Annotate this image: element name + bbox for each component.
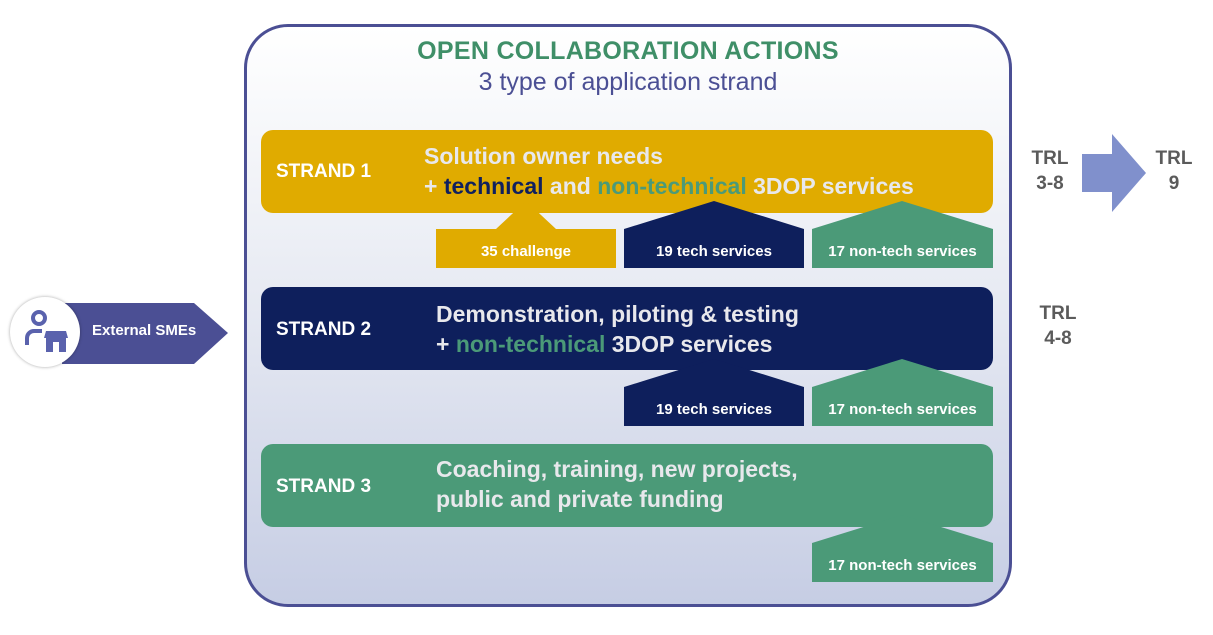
strand-3-line-1: Coaching, training, new projects, bbox=[436, 456, 798, 482]
strand-3-non-tech-services-label: 17 non-tech services bbox=[828, 557, 977, 574]
trl-strand-1-target-label: TRL bbox=[1155, 148, 1193, 169]
strand-2-services-word: 3DOP services bbox=[605, 331, 773, 357]
strand-1-description: Solution owner needs + technical and non… bbox=[424, 141, 914, 201]
strand-1-non-tech-services-tab-shape bbox=[812, 201, 993, 268]
external-smes-arrow-shape bbox=[62, 303, 228, 364]
trl-strand-1-range-label: TRL bbox=[1031, 148, 1069, 169]
strand-2-non-technical-word: non-technical bbox=[455, 331, 606, 357]
panel-title: OPEN COLLABORATION ACTIONS bbox=[417, 37, 839, 65]
trl-strand-2-range-label: TRL bbox=[1039, 303, 1077, 324]
panel-subtitle: 3 type of application strand bbox=[478, 68, 778, 96]
strand-2-tech-services-label: 19 tech services bbox=[656, 401, 772, 418]
strand-1-tech-services-tab: 19 tech services bbox=[624, 201, 804, 268]
strand-2-description: Demonstration, piloting & testing + non-… bbox=[436, 299, 799, 359]
strand-2-line-2-plus: + bbox=[436, 331, 456, 357]
strand-1-non-tech-services-tab: 17 non-tech services bbox=[812, 201, 993, 268]
strand-2-tech-services-tab-shape bbox=[624, 359, 804, 426]
strand-2-non-tech-services-tab-shape bbox=[812, 359, 993, 426]
strand-3-label: STRAND 3 bbox=[276, 476, 372, 497]
strand-1-technical-word: technical bbox=[443, 173, 544, 199]
strand-1-challenge-tab: 35 challenge bbox=[436, 201, 616, 268]
trl-strand-1-range-value: 3-8 bbox=[1036, 173, 1064, 194]
strand-3-non-tech-services-tab-shape bbox=[812, 515, 993, 582]
external-smes-label: External SMEs bbox=[92, 322, 197, 339]
strand-1-line-1: Solution owner needs bbox=[424, 143, 663, 169]
external-smes-arrow: External SMEs bbox=[10, 297, 230, 369]
strand-2-line-2: + non-technical 3DOP services bbox=[436, 329, 799, 359]
person-store-icon bbox=[10, 297, 80, 367]
trl-progression-arrow-shape bbox=[1082, 134, 1146, 212]
strand-2-non-tech-services-tab: 17 non-tech services bbox=[812, 359, 993, 426]
strand-2-tech-services-tab: 19 tech services bbox=[624, 359, 804, 426]
strand-1-tech-services-label: 19 tech services bbox=[656, 243, 772, 260]
strand-1-challenge-label: 35 challenge bbox=[480, 243, 572, 260]
strand-2-non-tech-services-label: 17 non-tech services bbox=[828, 401, 977, 418]
strand-1-challenge-tab-shape bbox=[436, 201, 616, 268]
person-store-icon-glyph bbox=[25, 310, 68, 352]
strand-3-non-tech-services-tab: 17 non-tech services bbox=[812, 515, 993, 582]
strand-3-box bbox=[261, 444, 993, 527]
strand-1-non-technical-word: non-technical bbox=[597, 173, 747, 199]
strand-2-box bbox=[261, 287, 993, 370]
strand-1-non-tech-services-label: 17 non-tech services bbox=[828, 243, 977, 260]
strand-1-and-word: and bbox=[543, 173, 598, 199]
strand-1-line-2-plus: + bbox=[424, 173, 444, 199]
trl-progression-arrow bbox=[1082, 134, 1148, 212]
strand-1-label: STRAND 1 bbox=[276, 161, 372, 182]
strand-2-label: STRAND 2 bbox=[276, 319, 372, 340]
trl-strand-1-target: TRL 9 bbox=[1144, 146, 1204, 196]
strand-1-box bbox=[261, 130, 993, 213]
strand-3-description: Coaching, training, new projects, public… bbox=[436, 454, 798, 514]
trl-strand-2-range: TRL 4-8 bbox=[1028, 301, 1088, 351]
strand-3-line-2: public and private funding bbox=[436, 486, 724, 512]
trl-strand-1-range: TRL 3-8 bbox=[1020, 146, 1080, 196]
trl-strand-1-target-value: 9 bbox=[1168, 173, 1180, 194]
strand-2-line-1: Demonstration, piloting & testing bbox=[436, 301, 799, 327]
strand-1-tech-services-tab-shape bbox=[624, 201, 804, 268]
strand-1-services-word: 3DOP services bbox=[746, 173, 914, 199]
trl-strand-2-range-value: 4-8 bbox=[1044, 328, 1072, 349]
strand-1-line-2: + technical and non-technical 3DOP servi… bbox=[424, 171, 914, 201]
